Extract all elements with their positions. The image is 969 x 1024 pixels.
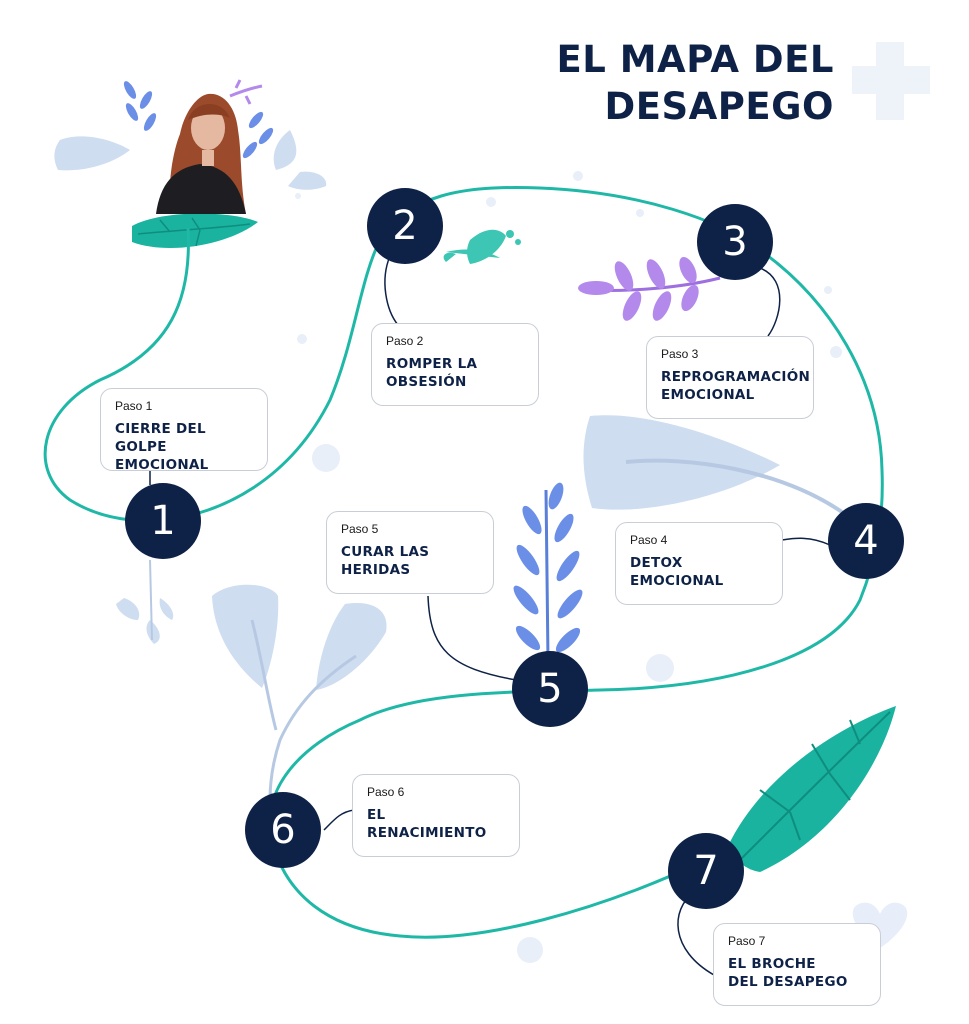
step-label: Paso 5 <box>341 522 379 536</box>
card-connectors <box>149 255 831 976</box>
step-title: CURAR LAS HERIDAS <box>341 544 430 578</box>
step-node-3[interactable]: 3 <box>697 204 773 280</box>
leaf-decoration-light <box>54 130 844 821</box>
step-label: Paso 3 <box>661 347 699 361</box>
leaf-decoration-teal <box>132 213 896 872</box>
step-card-5[interactable]: Paso 5 CURAR LAS HERIDAS <box>326 511 494 594</box>
title-line-1: EL MAPA DEL <box>556 38 834 81</box>
title-line-2: DESAPEGO <box>604 85 834 128</box>
fern-decoration <box>123 81 583 661</box>
step-label: Paso 6 <box>367 785 405 799</box>
step-label: Paso 1 <box>115 399 153 413</box>
step-title: DETOX EMOCIONAL <box>630 555 724 589</box>
step-title: CIERRE DEL GOLPE EMOCIONAL <box>115 421 209 473</box>
step-card-2[interactable]: Paso 2 ROMPER LA OBSESIÓN <box>371 323 539 406</box>
step-node-1[interactable]: 1 <box>125 483 201 559</box>
step-card-7[interactable]: Paso 7 EL BROCHE DEL DESAPEGO <box>713 923 881 1006</box>
step-card-4[interactable]: Paso 4 DETOX EMOCIONAL <box>615 522 783 605</box>
step-card-3[interactable]: Paso 3 REPROGRAMACIÓN EMOCIONAL <box>646 336 814 419</box>
step-title: EL RENACIMIENTO <box>367 807 487 841</box>
step-card-6[interactable]: Paso 6 EL RENACIMIENTO <box>352 774 520 857</box>
plus-cross-icon <box>852 42 930 120</box>
portrait-photo <box>150 84 250 214</box>
step-node-5[interactable]: 5 <box>512 651 588 727</box>
step-title: REPROGRAMACIÓN EMOCIONAL <box>661 369 811 403</box>
step-title: EL BROCHE DEL DESAPEGO <box>728 956 848 990</box>
step-node-2[interactable]: 2 <box>367 188 443 264</box>
step-card-1[interactable]: Paso 1 CIERRE DEL GOLPE EMOCIONAL <box>100 388 268 473</box>
step-node-6[interactable]: 6 <box>245 792 321 868</box>
step-title: ROMPER LA OBSESIÓN <box>386 356 478 390</box>
decor-dots <box>295 171 842 963</box>
step-label: Paso 4 <box>630 533 668 547</box>
step-node-7[interactable]: 7 <box>668 833 744 909</box>
purple-sprig-decoration <box>229 79 721 321</box>
step-label: Paso 2 <box>386 334 424 348</box>
step-node-4[interactable]: 4 <box>828 503 904 579</box>
step-label: Paso 7 <box>728 934 766 948</box>
page-title: EL MAPA DEL DESAPEGO <box>557 36 835 130</box>
